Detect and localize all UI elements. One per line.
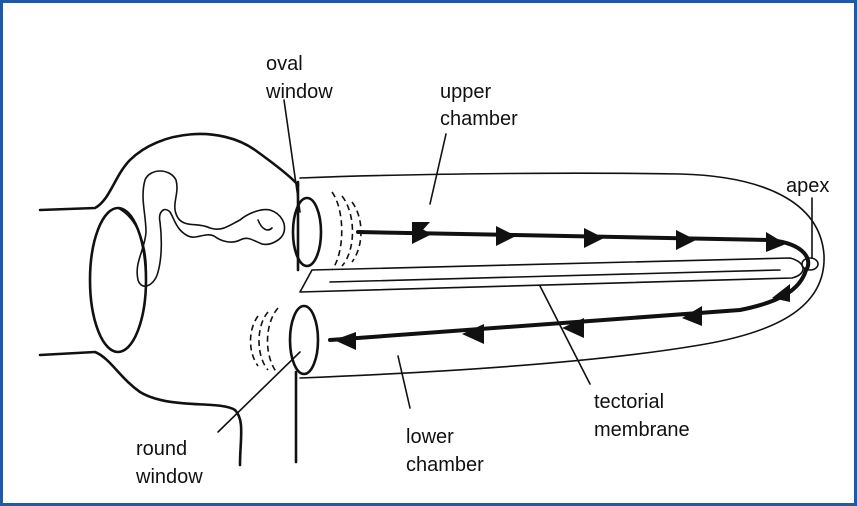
arrow-lower-4 xyxy=(462,324,484,344)
arrow-upper-2 xyxy=(496,226,516,246)
arrow-lower-5 xyxy=(334,332,356,350)
leader-upper-chamber xyxy=(430,134,446,204)
arrow-upper-3 xyxy=(584,228,604,248)
label-lower-chamber-line2: chamber xyxy=(406,454,484,476)
round-wave-2 xyxy=(268,308,279,374)
label-round-window-line1: round xyxy=(136,438,187,460)
round-window-ellipse xyxy=(290,306,318,374)
stapes-detail xyxy=(258,220,272,230)
label-lower-chamber-line1: lower xyxy=(406,426,454,448)
label-tectorial-membrane-line1: tectorial xyxy=(594,391,664,413)
leader-oval-window xyxy=(284,100,300,212)
basilar-membrane xyxy=(300,258,803,292)
oval-wave-1 xyxy=(332,192,342,270)
label-apex: apex xyxy=(786,175,829,197)
leader-round-window xyxy=(218,352,300,432)
oval-wave-2 xyxy=(342,196,353,266)
label-round-window-line2: window xyxy=(135,466,203,488)
leader-lower-chamber xyxy=(398,356,410,408)
label-oval-window-line2: window xyxy=(265,81,333,103)
round-wave-3 xyxy=(251,316,259,366)
arrow-upper-4 xyxy=(676,230,696,250)
ossicles-shape xyxy=(137,171,284,286)
upper-flow-line xyxy=(358,232,808,270)
label-upper-chamber-line2: chamber xyxy=(440,108,518,130)
label-oval-window-line1: oval xyxy=(266,53,303,75)
round-wave-1 xyxy=(259,312,268,370)
label-upper-chamber-line1: upper xyxy=(440,81,491,103)
label-tectorial-membrane-line2: membrane xyxy=(594,419,690,441)
